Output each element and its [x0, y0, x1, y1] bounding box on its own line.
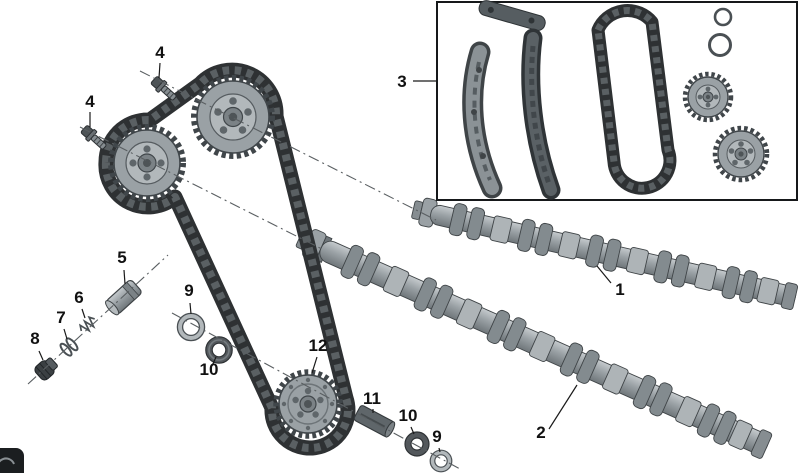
- leader-line: [311, 356, 318, 374]
- tensioner-piston-5: [105, 279, 142, 316]
- callout-chain-kit: 3: [397, 72, 406, 91]
- callout-leader-lines: [38, 62, 612, 453]
- corner-logo-mark: [0, 457, 15, 465]
- dowel-sleeve-11: [353, 405, 396, 438]
- callout-washer-lower: 9: [432, 427, 441, 446]
- sprocket-holes: [214, 97, 252, 134]
- guide-rail-right: [521, 28, 561, 200]
- axis-lines: [27, 70, 463, 471]
- snap-ring-small: [713, 7, 733, 27]
- leader-line: [410, 426, 415, 435]
- sprocket-holes: [292, 387, 324, 418]
- snap-ring-large: [708, 33, 732, 57]
- axis-line-cam1: [139, 70, 437, 221]
- leader-line: [158, 62, 161, 79]
- guide-rail-left: [462, 41, 503, 199]
- chain-kit-inset: [436, 0, 798, 201]
- leader-line: [548, 384, 578, 430]
- bolt-lower: [80, 125, 107, 150]
- callout-camshaft-1: 1: [615, 280, 624, 299]
- end-cap-8: [34, 357, 58, 381]
- callout-cap: 8: [30, 329, 39, 348]
- camshaft-1: [411, 197, 799, 311]
- camshaft-2: [295, 229, 773, 459]
- kit-sprocket-small: [682, 71, 734, 123]
- callout-camshaft-2: 2: [536, 423, 545, 442]
- leader-line: [211, 356, 217, 367]
- seal-ring-10-upper: [205, 336, 233, 364]
- leader-line: [189, 302, 192, 315]
- callout-spring: 6: [74, 288, 83, 307]
- sprocket-exhaust: [108, 124, 186, 202]
- leader-line: [123, 269, 126, 285]
- bolt-upper: [150, 76, 177, 101]
- leader-line: [81, 308, 86, 319]
- leader-line: [38, 350, 44, 361]
- axis-line-lower-parts: [171, 312, 463, 471]
- chain-guide-upper: [478, 0, 546, 31]
- callout-bolt-lower: 4: [85, 92, 95, 111]
- callout-washer-upper: 9: [184, 281, 193, 300]
- leader-line: [438, 447, 441, 453]
- corner-logo: [0, 448, 24, 473]
- spring-6: [78, 315, 96, 333]
- leader-line: [596, 265, 612, 284]
- kit-sprocket-large: [712, 125, 770, 183]
- callout-seal-upper: 10: [200, 360, 219, 379]
- callout-sleeve-11: 11: [363, 389, 381, 408]
- axis-line-cam2: [79, 126, 323, 250]
- callout-sprocket-12: 12: [309, 336, 328, 355]
- callout-rings: 7: [56, 308, 65, 327]
- washer-9-upper: [176, 312, 206, 342]
- callout-piston: 5: [117, 248, 126, 267]
- seal-ring-10-lower: [404, 431, 430, 457]
- axis-line-tensioner: [27, 254, 169, 385]
- leader-line: [63, 328, 68, 340]
- sprocket-holes: [129, 145, 165, 181]
- washer-9-lower: [429, 449, 453, 473]
- callout-seal-lower: 10: [399, 406, 418, 425]
- sprocket-rim-holes: [281, 377, 335, 431]
- callout-bolt-upper: 4: [155, 43, 165, 62]
- sprocket-intake: [191, 75, 275, 159]
